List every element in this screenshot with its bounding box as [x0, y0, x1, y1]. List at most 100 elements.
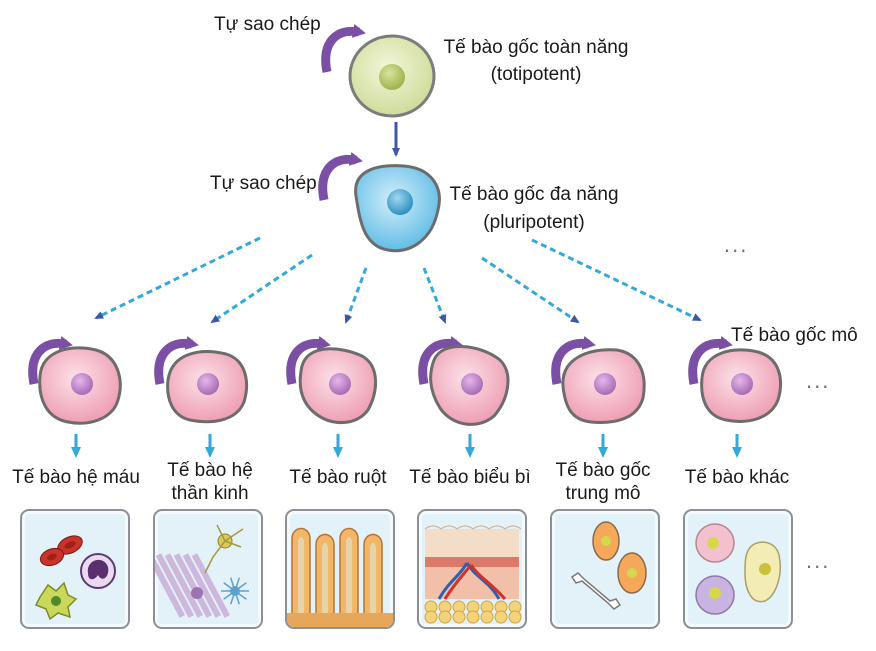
astrocyte-process-6 [223, 582, 236, 592]
astrocyte-process-8 [234, 577, 241, 592]
lineage-label-epidermal: Tế bào biểu bì [409, 467, 531, 488]
tile-other-cells [683, 509, 793, 629]
arrow-pluri-to-tissue-0 [94, 236, 261, 320]
lineage-label-neural-1: Tế bào hệ [167, 460, 253, 481]
tissue-stem-cell-epidermal [429, 345, 510, 426]
arrow-pluri-to-tissue-3 [422, 267, 447, 324]
cell-layer [28, 24, 782, 426]
dendrite-0 [224, 528, 244, 542]
mesenchymal-nucleus-1 [601, 536, 611, 546]
nerve-fiber-1 [155, 553, 194, 618]
tissue-stem-cell-mesenchymal [561, 348, 646, 424]
platelet-cell-nucleus [51, 596, 61, 606]
self-renew-arrow-mesenchymal [551, 336, 596, 385]
skin-layers-image [424, 525, 522, 624]
tissue-stem-cell-blood [38, 346, 122, 425]
astrocyte-process-4 [223, 590, 236, 600]
fat-cell [452, 610, 466, 624]
fat-cell [508, 610, 522, 624]
tissue-stem-cell-nucleus-epidermal [461, 373, 483, 395]
tile-epidermal-cells [417, 509, 527, 629]
lineage-label-mesenchymal-1: Tế bào gốc [555, 460, 651, 481]
self-renew-arrow-neural [154, 336, 199, 385]
dendrite-1 [224, 540, 242, 548]
red-blood-cell-2-center [47, 553, 57, 561]
nerve-fiber-2 [164, 553, 203, 618]
tile-intestinal-cells [285, 509, 395, 629]
intestinal-villi-image [287, 527, 393, 627]
fat-cell [424, 610, 438, 624]
lineage-label-intestinal: Tế bào ruột [289, 467, 387, 488]
tissue-stem-cell-nucleus-intestinal [329, 373, 351, 395]
totipotent-nucleus [379, 64, 405, 90]
self-renew-arrow-top [321, 24, 366, 73]
fat-cell [466, 610, 480, 624]
top-self-renew-label: Tự sao chép [214, 14, 321, 35]
skin-surface-5 [504, 525, 522, 530]
totipotent-name: Tế bào gốc toàn năng [443, 37, 629, 58]
nerve-fiber-4 [182, 553, 221, 618]
tissue-stem-cell-nucleus-blood [71, 373, 93, 395]
tissue-stem-cell-other [700, 348, 782, 423]
self-renew-arrow-epidermal [418, 336, 463, 385]
neural-cells-image [155, 524, 249, 618]
ellipsis-upper: ... [724, 232, 749, 257]
other-cells-image [695, 523, 781, 615]
lineage-label-blood: Tế bào hệ máu [12, 467, 140, 488]
astrocyte-process-1 [234, 590, 247, 600]
self-renew-arrow-blood [28, 336, 73, 385]
tissue-stem-cell-nucleus-mesenchymal [594, 373, 616, 395]
astrocyte-process-3 [229, 590, 236, 605]
self-renew-arrow-intestinal [286, 336, 331, 385]
tile-mesenchymal-cells [550, 509, 660, 629]
pluripotent-type: (pluripotent) [483, 212, 585, 233]
villus-core-1 [322, 543, 328, 619]
self-renew-arrow-middle [318, 152, 363, 201]
blood-vessel-red [443, 564, 507, 600]
bone-icon [570, 572, 622, 610]
tile-blood-cells [20, 509, 130, 629]
blood-cells-image [34, 535, 116, 621]
tile-neural-cells [153, 509, 263, 629]
villus-core-2 [346, 537, 352, 619]
other-cell-yellow-nucleus [759, 563, 771, 575]
tissue-stem-cell-nucleus-neural [197, 373, 219, 395]
fat-cell [494, 610, 508, 624]
fat-cell [438, 610, 452, 624]
astrocyte-process-7 [229, 577, 236, 592]
arrow-pluri-to-tissue-4 [481, 256, 580, 324]
lineage-label-mesenchymal-2: trung mô [565, 483, 641, 504]
tissue-stem-cell-neural [166, 350, 248, 424]
arrow-pluri-to-tissue-1 [210, 253, 313, 324]
self-renew-arrow-other [688, 336, 733, 385]
pluripotent-nucleus [387, 189, 413, 215]
tissue-stem-cell-nucleus-other [731, 373, 753, 395]
mesenchymal-cells-image [570, 521, 647, 610]
tissue-stem-label: Tế bào gốc mô [731, 325, 858, 346]
lineage-label-neural-2: thần kinh [171, 483, 249, 504]
dermis-top [425, 557, 519, 567]
mesenchymal-nucleus-2 [627, 568, 637, 578]
dendrite-2 [204, 540, 226, 574]
middle-self-renew-label: Tự sao chép [210, 173, 317, 194]
ellipsis-tiles: ... [806, 548, 831, 573]
tissue-stem-cell-intestinal [298, 347, 378, 424]
arrow-layer [71, 122, 742, 458]
totipotent-type: (totipotent) [490, 64, 582, 85]
nerve-fiber-3 [173, 553, 212, 618]
skin-surface-2 [456, 525, 474, 530]
skin-surface-4 [488, 525, 506, 530]
lineage-label-other: Tế bào khác [684, 467, 790, 488]
intestinal-wall [287, 613, 393, 627]
villus-core-0 [298, 537, 304, 619]
astrocyte-process-9 [234, 582, 247, 592]
ellipsis-cells: ... [806, 368, 831, 393]
other-cell-purple-nucleus [709, 587, 721, 599]
neuron-body-1 [191, 587, 203, 599]
skin-surface-1 [440, 525, 458, 530]
other-cell-pink-nucleus [707, 537, 719, 549]
nerve-fiber-5 [191, 553, 230, 618]
red-blood-cell-1-center [64, 541, 76, 549]
skin-surface-3 [472, 525, 490, 530]
